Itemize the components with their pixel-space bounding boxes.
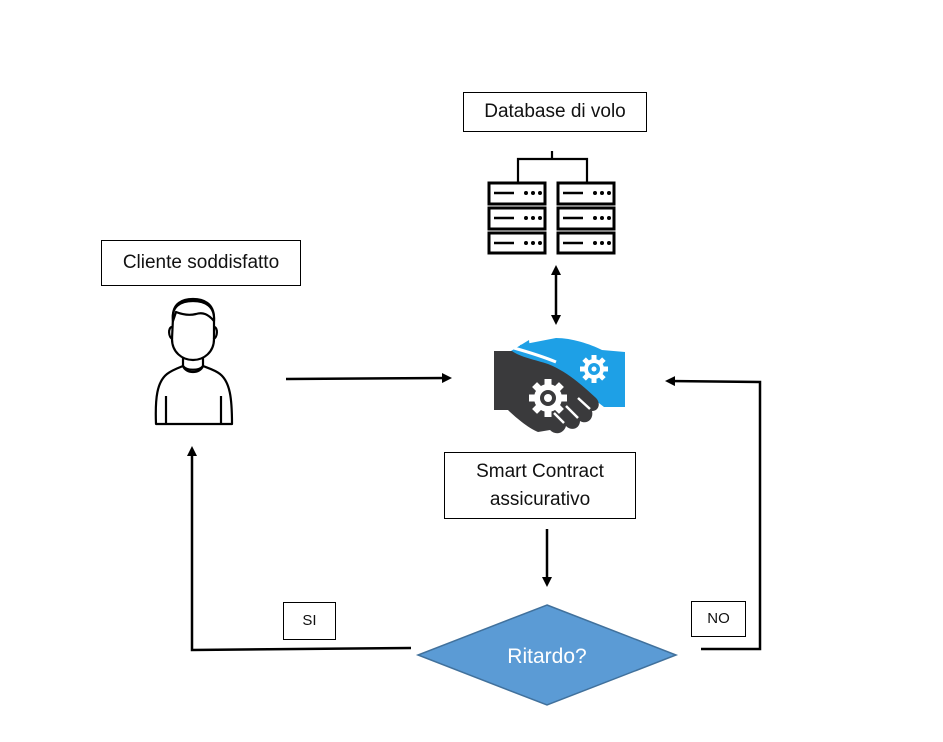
person-icon xyxy=(154,297,234,426)
decision-label: Ritardo? xyxy=(507,645,586,668)
database-label: Database di volo xyxy=(463,92,647,132)
server-rack-icon xyxy=(487,151,616,255)
contract-label: Smart Contract assicurativo xyxy=(444,452,636,519)
handshake-gears-icon xyxy=(494,338,625,434)
no-path-arrow xyxy=(665,376,762,651)
customer-label: Cliente soddisfatto xyxy=(101,240,301,286)
decision-diamond xyxy=(415,604,679,706)
yes-edge-label: SI xyxy=(283,602,336,640)
customer-to-contract-arrow xyxy=(285,373,452,384)
no-edge-label: NO xyxy=(691,601,746,637)
yes-path-arrow xyxy=(187,446,412,652)
